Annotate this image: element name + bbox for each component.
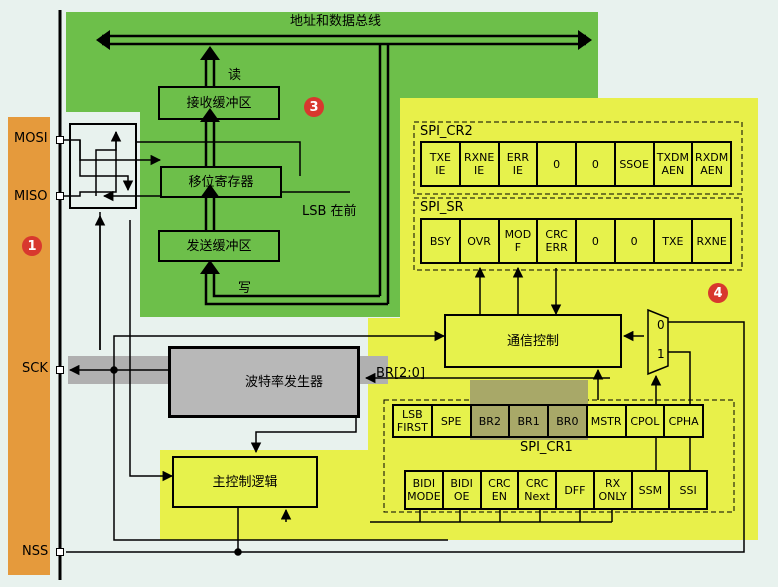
baud-generator-label: 波特率发生器: [244, 374, 323, 390]
rx-buffer: 接收缓冲区: [158, 86, 280, 120]
spi-cr2-bit-ssoe-5: SSOE: [613, 141, 655, 187]
pin-sck: [56, 366, 64, 374]
spi-cr1-top-bit-mstr-5: MSTR: [585, 404, 627, 438]
spi-sr-bit-0-5: 0: [613, 218, 655, 264]
spi-sr-bit-0-4: 0: [575, 218, 616, 264]
buffer-region-lower: [140, 112, 400, 317]
write-label: 写: [238, 281, 252, 296]
register-region: [400, 98, 758, 320]
spi-cr2-bit-txeie-0: TXE IE: [420, 141, 461, 187]
address-data-bus: [102, 34, 586, 304]
tx-buffer: 发送缓冲区: [158, 230, 280, 262]
main-control-logic: 主控制逻辑: [172, 456, 318, 508]
spi-cr1-bottom-bit-dff-4: DFF: [555, 470, 595, 510]
spi-cr1-top-bit-cpha-7: CPHA: [663, 404, 704, 438]
pin-nss: [56, 548, 64, 556]
spi-cr1-top-bit-br1-3: BR1: [508, 404, 549, 438]
spi-cr1-bottom-bit-bidioe-1: BIDI OE: [441, 470, 482, 510]
pin-strip-region: [8, 117, 50, 575]
pin-miso-label: MISO: [14, 189, 48, 204]
pin-nss-label: NSS: [22, 544, 49, 559]
pin-sck-label: SCK: [22, 361, 48, 376]
spi-cr2-bit-rxdmaen-7: RXDM AEN: [691, 141, 732, 187]
spi-cr1-top-bit-spe-1: SPE: [430, 404, 472, 438]
spi-cr1-label: SPI_CR1: [520, 440, 573, 455]
spi-sr-bit-bsy-0: BSY: [420, 218, 461, 264]
spi-cr1-bottom-bit-bidimode-0: BIDI MODE: [404, 470, 444, 510]
spi-cr1-bottom-bit-ssi-7: SSI: [668, 470, 708, 510]
spi-cr1-top-bit-lsbfirst-0: LSB FIRST: [392, 404, 433, 438]
spi-sr-bit-crcerr-3: CRC ERR: [536, 218, 577, 264]
spi-cr2-bit-0-4: 0: [575, 141, 616, 187]
bus-label: 地址和数据总线: [290, 14, 382, 29]
mux-input-1: 1: [657, 347, 665, 361]
spi-cr1-bottom-bit-crcnext-3: CRC Next: [517, 470, 557, 510]
spi-cr1-bottom-bit-ssm-6: SSM: [630, 470, 671, 510]
spi-cr2-bit-errie-2: ERR IE: [497, 141, 539, 187]
marker-1: 1: [22, 236, 42, 256]
br-label: BR[2:0]: [376, 366, 426, 381]
spi-cr1-bottom-bit-rxonly-5: RX ONLY: [592, 470, 633, 510]
pin-miso: [56, 192, 64, 200]
buffer-region: [66, 12, 598, 112]
spi-cr1-top-bit-cpol-6: CPOL: [624, 404, 666, 438]
spi-cr1-top-bit-br0-4: BR0: [547, 404, 588, 438]
marker-3: 3: [304, 97, 324, 117]
spi-sr-bit-rxne-7: RXNE: [691, 218, 732, 264]
spi-cr2-bit-0-3: 0: [536, 141, 577, 187]
shift-register: 移位寄存器: [160, 166, 282, 198]
pin-mosi: [56, 136, 64, 144]
mux-input-0: 0: [657, 318, 665, 332]
spi-sr-bit-modf-2: MOD F: [497, 218, 539, 264]
spi-cr2-label: SPI_CR2: [420, 124, 473, 139]
spi-cr2-bit-rxneie-1: RXNE IE: [458, 141, 500, 187]
spi-cr2-bit-txdmaen-6: TXDM AEN: [652, 141, 694, 187]
lsb-first-label: LSB 在前: [302, 204, 357, 219]
read-label: 读: [228, 68, 242, 83]
spi-sr-bit-txe-6: TXE: [652, 218, 694, 264]
comm-control: 通信控制: [444, 314, 622, 368]
spi-cr1-bottom-bit-crcen-2: CRC EN: [479, 470, 520, 510]
marker-4: 4: [708, 283, 728, 303]
pin-mosi-label: MOSI: [14, 131, 48, 146]
spi-sr-label: SPI_SR: [420, 200, 464, 215]
spi-sr-bit-ovr-1: OVR: [458, 218, 500, 264]
spi-cr1-top-bit-br2-2: BR2: [469, 404, 511, 438]
baud-generator: 波特率发生器: [168, 346, 360, 418]
